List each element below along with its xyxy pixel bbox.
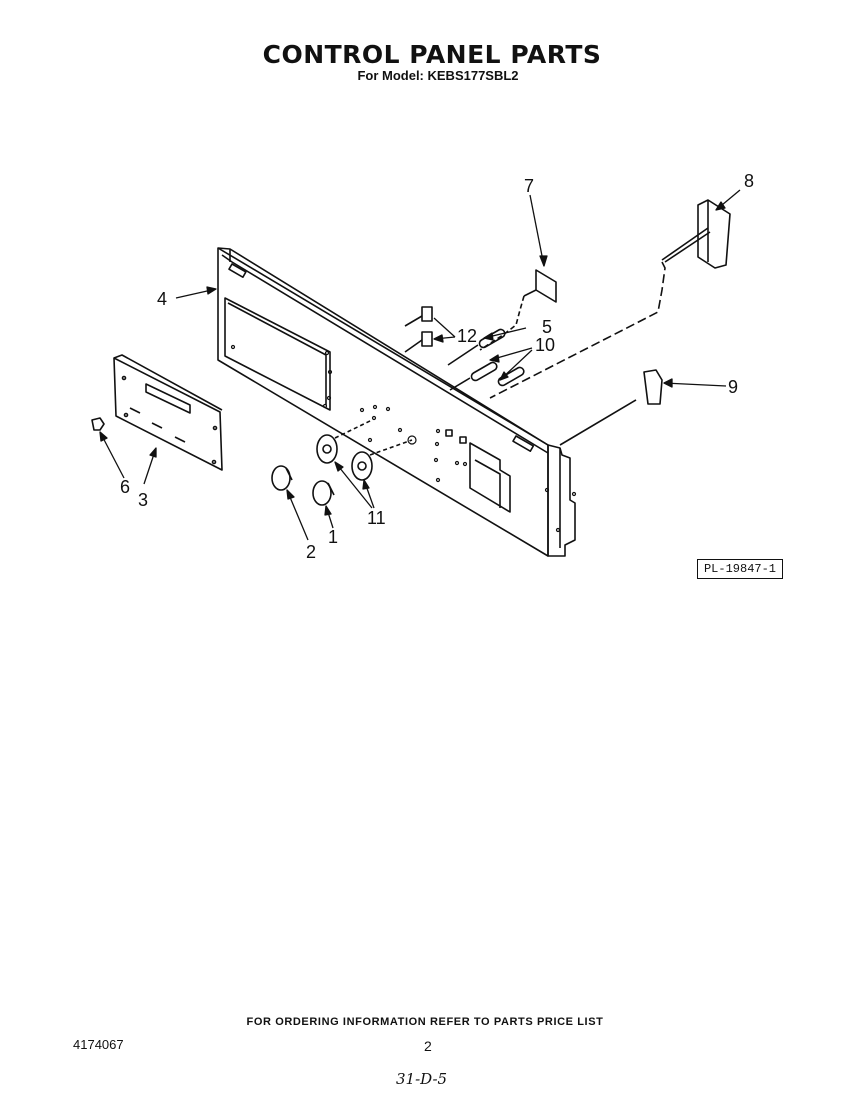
- control-panel-part: [217, 247, 576, 557]
- component-part-8: [489, 199, 731, 399]
- plate-number-box: PL-19847-1: [697, 559, 783, 579]
- component-part-7: [479, 269, 557, 351]
- panel-holes: [230, 344, 577, 533]
- callout-8: 8: [744, 171, 754, 191]
- document-number: 4174067: [73, 1037, 124, 1052]
- handwritten-note: 31-D-5: [396, 1070, 448, 1088]
- leader-lines: [99, 189, 741, 541]
- screw-part: [91, 417, 105, 431]
- ordering-footer: FOR ORDERING INFORMATION REFER TO PARTS …: [246, 1016, 604, 1028]
- connector-part-9: [559, 369, 663, 446]
- page-number: 2: [424, 1038, 432, 1054]
- callout-2: 2: [306, 542, 316, 562]
- page-title: CONTROL PANEL PARTS: [262, 40, 602, 69]
- clip-parts: [404, 306, 433, 353]
- callout-12: 12: [457, 326, 477, 346]
- knob-parts: [271, 465, 335, 506]
- callout-6: 6: [120, 477, 130, 497]
- model-subtitle: For Model: KEBS177SBL2: [357, 68, 519, 83]
- callout-11: 11: [367, 508, 386, 528]
- switch-housing-parts: [316, 419, 413, 481]
- callout-5: 5: [542, 317, 552, 337]
- overlay-panel-part: [113, 354, 223, 471]
- callout-3: 3: [138, 490, 148, 510]
- callout-7: 7: [524, 176, 534, 196]
- callout-10: 10: [535, 335, 555, 355]
- callout-1: 1: [328, 527, 338, 547]
- fuse-parts: [447, 328, 525, 391]
- callout-labels: 1 2 3 4 5 6 7 8 9 10 11 12: [120, 171, 754, 562]
- callout-9: 9: [728, 377, 738, 397]
- callout-4: 4: [157, 289, 167, 309]
